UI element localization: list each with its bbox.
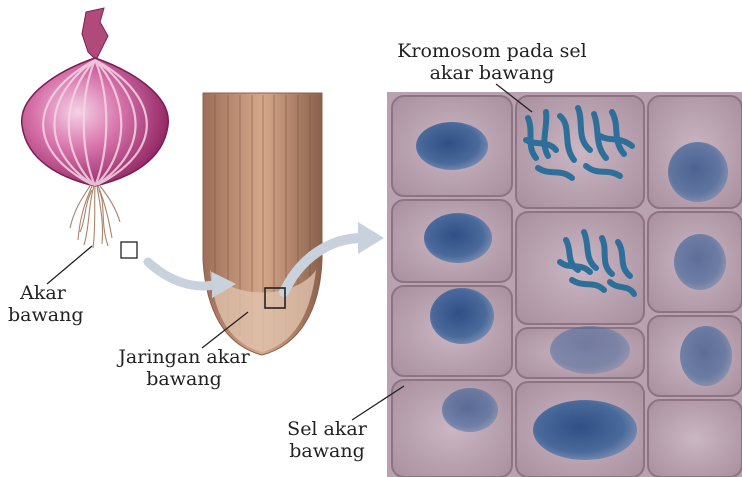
onion-root-cells-micrograph [387,92,742,477]
root-cell-label-line2: bawang [272,440,382,462]
root-cell-label: Sel akar bawang [272,418,382,462]
chromosome-label: Kromosom pada sel akar bawang [388,40,596,84]
root-tip-tissue-micrograph [203,93,322,355]
root-tissue-label-line2: bawang [104,368,264,390]
root-tissue-label-line1: Jaringan akar [104,346,264,368]
root-cell-label-line1: Sel akar [272,418,382,440]
onion-root-label-line2: bawang [8,304,78,326]
chromosome-label-line2: akar bawang [388,62,596,84]
root-zoom-box [121,242,137,258]
onion-bulb-illustration [22,8,169,248]
chromosome-label-line1: Kromosom pada sel [388,40,596,62]
onion-root-label: Akar bawang [8,282,78,326]
root-tissue-label: Jaringan akar bawang [104,346,264,390]
onion-root-label-line1: Akar [8,282,78,304]
onion-roots [70,186,120,248]
